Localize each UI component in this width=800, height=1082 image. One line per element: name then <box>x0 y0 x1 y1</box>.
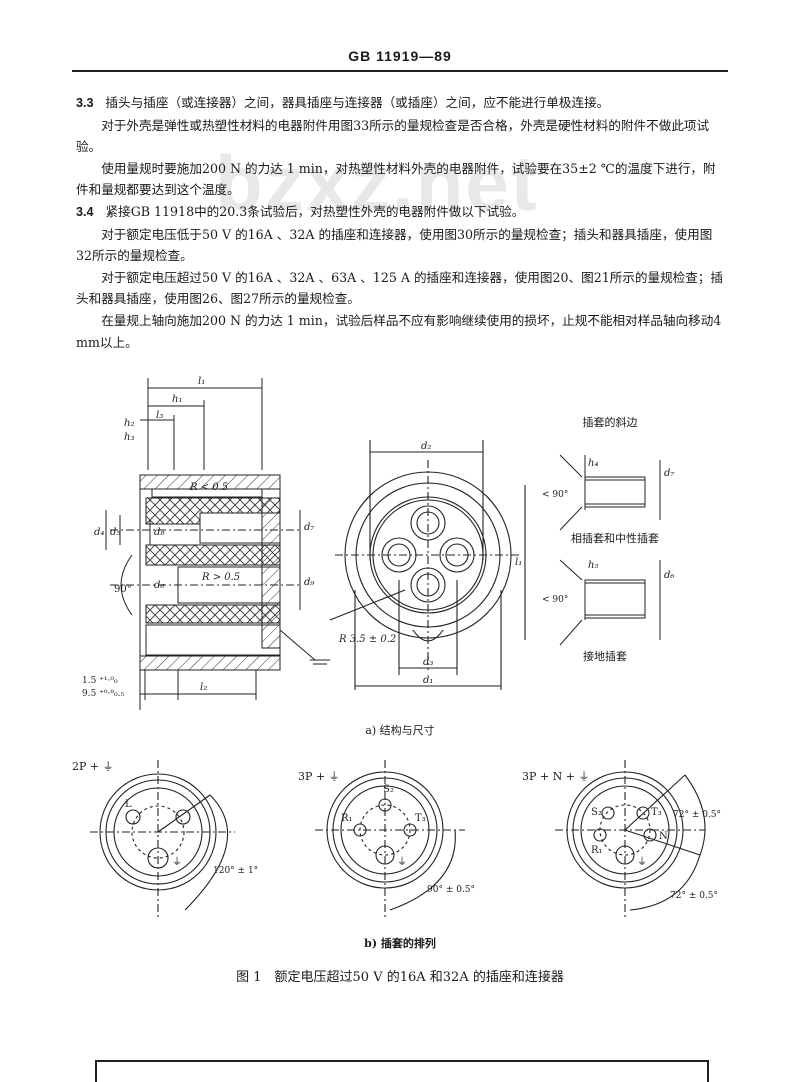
svg-text:d₇: d₇ <box>304 522 314 533</box>
header-rule <box>72 70 728 72</box>
paragraph: 在量规上轴向施加200 N 的力达 1 min，试验后样品不应有影响继续使用的损… <box>76 312 722 350</box>
sleeve-details-drawing: h₄ d₇ < 90° h₅ d₆ < 90° <box>542 454 674 646</box>
svg-text:90° ± 0.5°: 90° ± 0.5° <box>427 885 475 895</box>
svg-text:h₅: h₅ <box>588 560 598 571</box>
svg-text:d₉: d₉ <box>304 577 314 588</box>
svg-text:< 90°: < 90° <box>542 595 568 605</box>
arrangement-3p-title: 3P + ⏚ <box>298 770 340 783</box>
arrangement-2p-title: 2P + ⏚ <box>72 760 114 773</box>
svg-text:120° ± 1°: 120° ± 1° <box>213 866 258 876</box>
svg-text:h₁: h₁ <box>172 394 182 405</box>
svg-text:d₂: d₂ <box>421 441 431 452</box>
section-view-drawing: l₁ h₁ l₃ h₂ h₃ R < 0.5 R > 0.5 d₄ d₅ d₈ … <box>82 376 330 710</box>
arrangement-3pn-drawing: S₂ T₃ R₁ N ⏚ 72° ± 0.5° 72° ± 0.5° <box>555 760 721 920</box>
svg-text:d₅: d₅ <box>110 527 120 538</box>
svg-text:⏚: ⏚ <box>397 856 407 868</box>
earth-sleeve-label: 接地插套 <box>583 650 627 663</box>
sleeve-chamfer-title: 插套的斜边 <box>582 416 638 429</box>
dim-l1: l₁ <box>198 376 205 387</box>
svg-text:d₄: d₄ <box>94 527 104 538</box>
arrangement-3pn-title: 3P + N + ⏚ <box>522 770 590 783</box>
svg-text:⏚: ⏚ <box>637 856 647 868</box>
paragraph: 对于额定电压超过50 V 的16A 、32A 、63A 、125 A 的插座和连… <box>76 269 724 307</box>
svg-text:d₆: d₆ <box>154 580 164 591</box>
svg-text:T₃: T₃ <box>415 813 426 824</box>
svg-text:R < 0.5: R < 0.5 <box>189 482 228 493</box>
svg-text:d₈: d₈ <box>154 527 164 538</box>
svg-text:d₆: d₆ <box>664 570 674 581</box>
svg-text:T₃: T₃ <box>651 807 662 818</box>
svg-text:l₂: l₂ <box>200 682 207 693</box>
svg-text:h₂: h₂ <box>124 418 134 429</box>
svg-text:l₁: l₁ <box>515 557 522 568</box>
svg-text:L: L <box>125 799 132 810</box>
svg-text:d₁: d₁ <box>423 675 433 686</box>
svg-text:R 3.5 ± 0.2: R 3.5 ± 0.2 <box>338 634 396 645</box>
document-header: GB 11919—89 <box>348 48 452 64</box>
svg-text:9.5 ⁺⁰·⁸₀.₅: 9.5 ⁺⁰·⁸₀.₅ <box>82 689 124 699</box>
paragraph: 对于外壳是弹性或热塑性材料的电器附件用图33所示的量规检查是否合格，外壳是硬性材… <box>76 117 710 155</box>
svg-text:⏚: ⏚ <box>172 856 182 868</box>
svg-text:R₁: R₁ <box>591 845 603 856</box>
caption-b: b) 插套的排列 <box>364 937 436 950</box>
svg-text:90°: 90° <box>114 584 132 595</box>
svg-text:N: N <box>659 831 668 842</box>
svg-text:72° ± 0.5°: 72° ± 0.5° <box>673 810 721 820</box>
svg-text:S₂: S₂ <box>591 807 602 818</box>
svg-text:72° ± 0.5°: 72° ± 0.5° <box>670 891 718 901</box>
arrangement-3p-drawing: S₂ R₁ T₃ ⏚ 90° ± 0.5° <box>315 760 475 920</box>
svg-text:S₂: S₂ <box>383 784 394 795</box>
svg-text:1.5 ⁺¹·⁰₀: 1.5 ⁺¹·⁰₀ <box>82 676 118 686</box>
arrangement-2p-drawing: L ⏚ 120° ± 1° <box>90 760 258 920</box>
svg-text:h₄: h₄ <box>588 458 598 469</box>
bottom-frame <box>95 1060 709 1082</box>
figure-caption: 图 1 额定电压超过50 V 的16A 和32A 的插座和连接器 <box>236 970 564 985</box>
svg-text:d₇: d₇ <box>664 468 674 479</box>
svg-text:h₃: h₃ <box>124 432 134 443</box>
paragraph: 使用量规时要施加200 N 的力达 1 min，对热塑性材料外壳的电器附件，试验… <box>76 160 716 198</box>
svg-text:< 90°: < 90° <box>542 490 568 500</box>
svg-text:R > 0.5: R > 0.5 <box>201 572 240 583</box>
caption-a: a) 结构与尺寸 <box>365 724 435 737</box>
svg-text:R₁: R₁ <box>341 813 353 824</box>
front-view-drawing: d₂ l₁ d₃ d₁ R 3.5 ± 0.2 <box>329 440 526 690</box>
svg-text:l₃: l₃ <box>156 410 163 421</box>
svg-text:d₃: d₃ <box>423 657 433 668</box>
phase-sleeve-label: 相插套和中性插套 <box>571 532 659 545</box>
watermark: bzxz.net <box>215 139 539 227</box>
paragraph: 对于额定电压低于50 V 的16A 、32A 的插座和连接器，使用图30所示的量… <box>76 226 713 264</box>
